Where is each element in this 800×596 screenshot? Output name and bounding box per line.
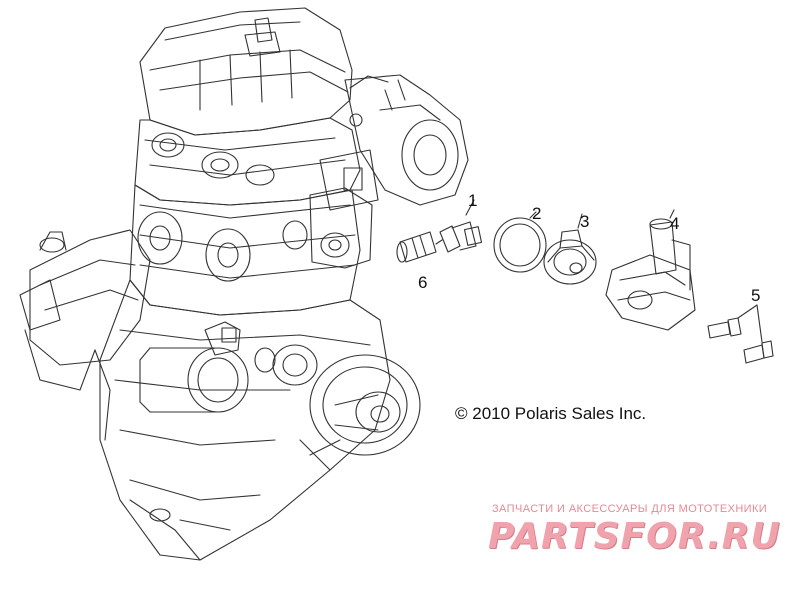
part-1-sensor <box>435 199 483 253</box>
part-4-thermostat-housing <box>605 209 696 331</box>
part-6-fitting <box>396 231 437 263</box>
callout-4: 4 <box>670 214 680 233</box>
callout-6: 6 <box>418 273 428 292</box>
callout-5: 5 <box>751 286 761 305</box>
watermark-tagline: ЗАПЧАСТИ И АКСЕССУАРЫ ДЛЯ МОТОТЕХНИКИ <box>492 503 768 515</box>
copyright-notice: © 2010 Polaris Sales Inc. <box>455 404 647 423</box>
part-3-thermostat <box>543 213 597 285</box>
part-5-bolts <box>707 304 774 364</box>
callout-3: 3 <box>580 212 590 231</box>
watermark-logo: PARTSFOR.RU <box>488 516 781 557</box>
engine-block <box>19 7 469 561</box>
callout-1: 1 <box>468 191 478 210</box>
callout-2: 2 <box>532 204 542 223</box>
part-2-o-ring <box>493 211 547 273</box>
